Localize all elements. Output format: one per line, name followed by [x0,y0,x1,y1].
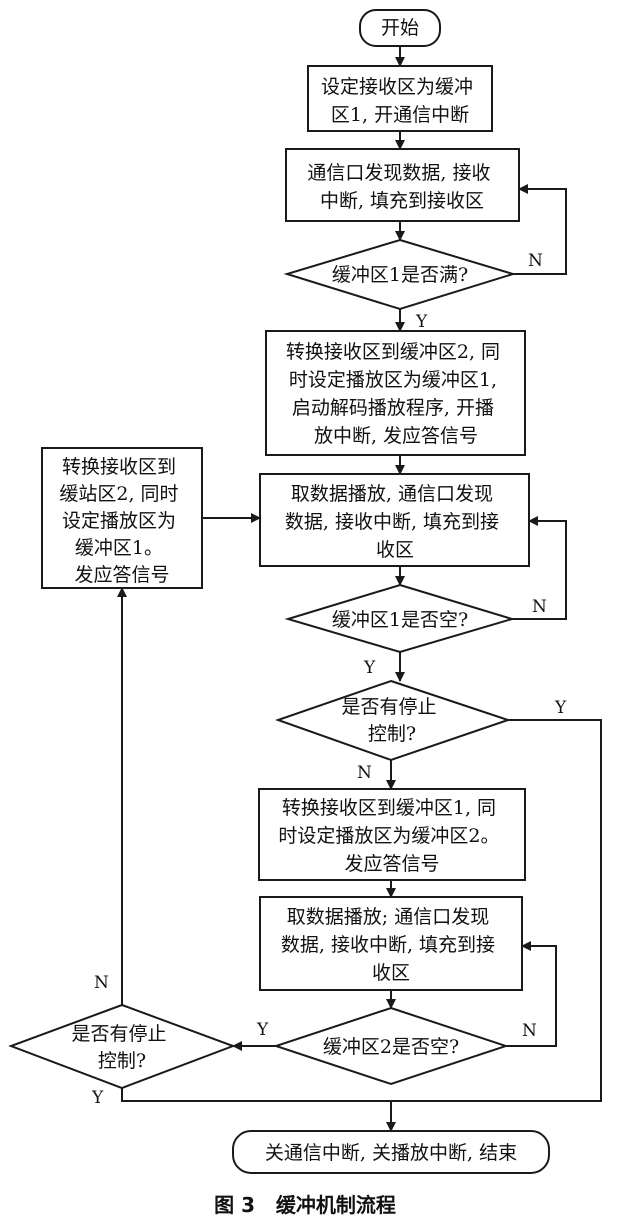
label-stop2-yes: Y [91,1088,104,1108]
text-set-buffer1: 设定接收区为缓冲 区1, 开通信中断 [321,76,479,126]
text-left-switch: 转换接收区到 缓站区2, 同时 设定播放区为 缓冲区1。 发应答信号 [59,456,184,586]
label-stop2-no: N [94,973,109,993]
node-receive-fill-1 [285,148,520,222]
node-start [359,9,441,47]
label-stop1-yes: Y [554,698,567,718]
text-stop-control-1: 是否有停止 控制? [341,696,442,745]
edge-empty1-no-loop [512,516,567,620]
edge-stop2-yes-to-end [121,1088,391,1102]
node-buffer1-full [283,238,517,311]
label-buffer2-empty-yes: Y [256,1020,269,1040]
text-end: 关通信中断, 关播放中断, 结束 [265,1142,517,1164]
label-buffer1-full-yes: Y [415,312,428,332]
text-play-receive-1: 取数据播放, 通信口发现 数据, 接收中断, 填充到接 收区 [285,483,505,561]
node-play-receive-2 [259,896,523,991]
edges [117,46,602,1132]
edge-empty2-no-loop [506,941,557,1047]
node-set-buffer1 [307,65,493,132]
text-receive-fill-1: 通信口发现数据, 接收 中断, 填充到接收区 [307,162,496,212]
text-start: 开始 [381,17,419,39]
node-buffer1-empty [284,583,516,654]
node-stop-control-1 [274,679,512,762]
label-buffer2-empty-no: N [522,1021,537,1041]
text-buffer1-full: 缓冲区1是否满? [332,264,468,286]
edge-full-no-loop [513,184,567,275]
node-switch-to-buffer1 [258,788,526,881]
node-end [232,1130,550,1174]
nodes [8,9,550,1174]
node-buffer2-empty [272,1006,510,1086]
node-texts: 开始 设定接收区为缓冲 区1, 开通信中断 通信口发现数据, 接收 中断, 填充… [59,17,517,1164]
node-play-receive-1 [259,473,530,567]
text-buffer2-empty: 缓冲区2是否空? [323,1036,459,1058]
figure-caption: 图 3 缓冲机制流程 [214,1193,396,1217]
label-buffer1-empty-no: N [532,597,547,617]
label-buffer1-full-no: N [528,251,543,271]
text-stop-control-2: 是否有停止 控制? [71,1023,172,1072]
label-buffer1-empty-yes: Y [363,658,376,678]
label-stop1-no: N [357,763,372,783]
text-play-receive-2: 取数据播放; 通信口发现 数据, 接收中断, 填充到接 收区 [281,906,501,984]
edge-stop1-yes-to-end [391,719,602,1102]
text-switch-to-buffer2: 转换接收区到缓冲区2, 同 时设定播放区为缓冲区1, 启动解码播放程序, 开播 … [286,341,506,447]
node-left-switch [41,447,203,589]
text-switch-to-buffer1: 转换接收区到缓冲区1, 同 时设定播放区为缓冲区2。 发应答信号 [278,797,505,875]
node-stop-control-2 [8,1003,236,1090]
node-switch-to-buffer2 [265,330,526,456]
edge-labels: N Y N Y Y N N Y N Y [91,251,567,1108]
text-buffer1-empty: 缓冲区1是否空? [332,609,468,631]
